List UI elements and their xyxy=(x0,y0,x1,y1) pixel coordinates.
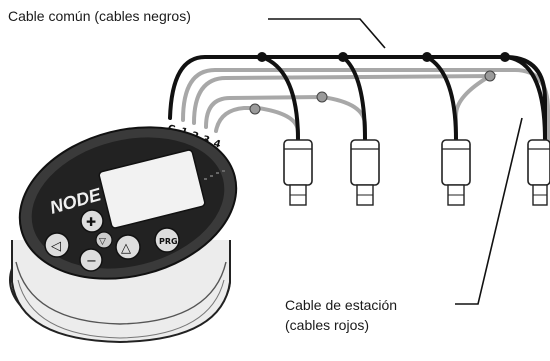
common-leader-line xyxy=(268,18,386,49)
common-wire-drop-2 xyxy=(341,55,367,142)
valve-2 xyxy=(350,139,380,206)
button-program[interactable]: PRG xyxy=(154,227,180,253)
button-left[interactable]: ◁ xyxy=(44,232,70,258)
lcd-display xyxy=(98,149,206,229)
button-plus-glyph: ✚ xyxy=(86,215,96,229)
button-minus-glyph: − xyxy=(86,254,97,269)
valve-1 xyxy=(283,139,313,206)
station-wire-label-line1: Cable de estación xyxy=(285,297,398,313)
common-junction-4 xyxy=(500,52,510,62)
station-splice-2 xyxy=(484,70,496,82)
valve-4 xyxy=(527,139,550,206)
button-down[interactable]: ▽ xyxy=(95,231,113,249)
common-junction-1 xyxy=(257,52,267,62)
terminal-label-4: 4 xyxy=(212,138,222,150)
common-wire-drop-4 xyxy=(503,55,547,142)
controller-device: NODE ◁ ✚ − △ ▽ PRG xyxy=(9,126,238,344)
common-wire-label: Cable común (cables negros) xyxy=(8,8,191,24)
button-left-glyph: ◁ xyxy=(51,239,61,254)
station-splice-3 xyxy=(316,91,328,103)
station-wire-label-line2: (cables rojos) xyxy=(285,317,370,333)
button-up-glyph: △ xyxy=(121,241,131,256)
button-plus[interactable]: ✚ xyxy=(80,209,104,233)
station-splice-4 xyxy=(249,103,261,115)
station-leader-line xyxy=(455,117,523,305)
common-wire-drop-1 xyxy=(260,55,300,142)
button-program-glyph: PRG xyxy=(159,237,178,246)
common-wire-drop-3 xyxy=(425,55,458,142)
station-wire-2 xyxy=(192,73,498,152)
valve-3 xyxy=(441,139,471,206)
common-junction-3 xyxy=(422,52,432,62)
button-down-glyph: ▽ xyxy=(99,237,106,247)
button-minus[interactable]: − xyxy=(79,248,103,272)
common-junction-2 xyxy=(338,52,348,62)
button-up[interactable]: △ xyxy=(115,234,141,260)
common-wire-main xyxy=(168,55,547,152)
